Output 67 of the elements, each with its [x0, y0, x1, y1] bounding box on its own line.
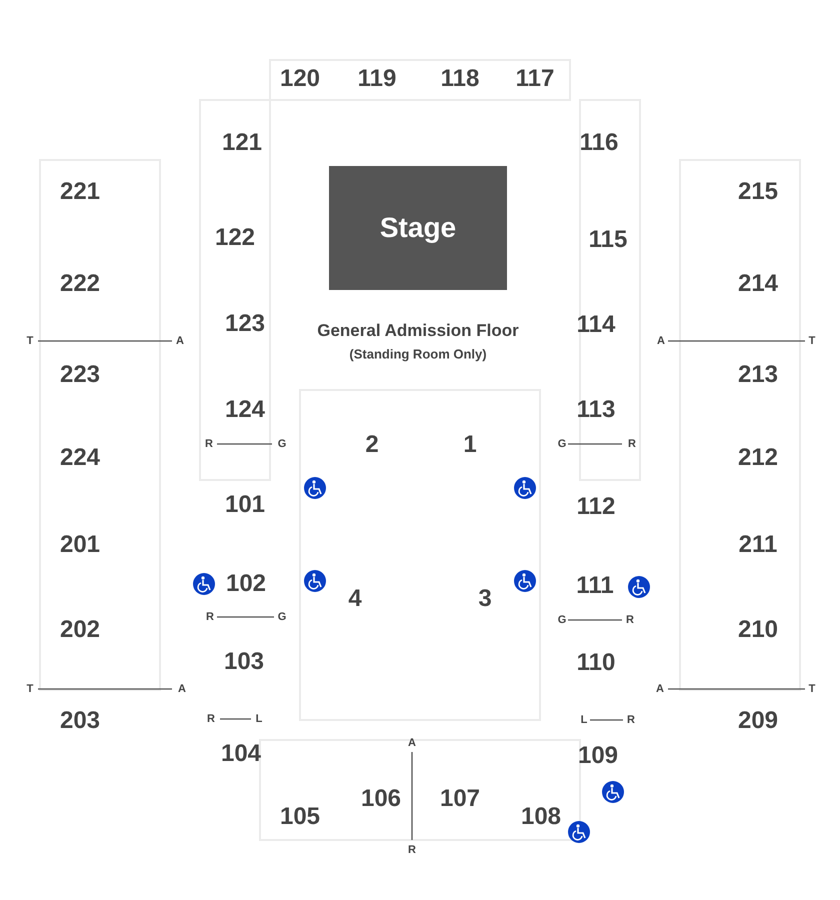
section-number: 111 — [576, 572, 614, 600]
section-number: 122 — [214, 224, 256, 252]
section-number: 210 — [738, 616, 778, 644]
section-number: 215 — [738, 178, 778, 206]
row-letter: G — [278, 611, 286, 623]
section-number: 107 — [440, 785, 480, 813]
row-letter: L — [256, 713, 262, 725]
section-number: 3 — [478, 585, 492, 613]
row-letter: R — [207, 713, 215, 725]
section-number: 202 — [60, 616, 100, 644]
row-letter: T — [26, 335, 34, 347]
section-number: 119 — [358, 65, 396, 93]
section-number: 4 — [348, 585, 362, 613]
row-letter: A — [408, 737, 416, 749]
section-number: 106 — [360, 785, 402, 813]
section-number: 110 — [576, 649, 616, 677]
row-letter: A — [178, 683, 186, 695]
section-number: 115 — [588, 226, 628, 254]
row-letter: A — [657, 335, 665, 347]
section-number: 109 — [578, 742, 618, 770]
section-number: 114 — [576, 311, 616, 339]
section-number: 105 — [280, 803, 320, 831]
section-number: 211 — [738, 531, 778, 559]
row-letter: A — [176, 335, 184, 347]
section-number: 101 — [224, 491, 266, 519]
section-number: 1 — [463, 431, 477, 459]
section-number: 121 — [222, 129, 262, 157]
row-letter: A — [656, 683, 664, 695]
section-number: 118 — [440, 65, 480, 93]
section-number: 203 — [60, 707, 100, 735]
row-letter: R — [206, 611, 214, 623]
section-number: 108 — [520, 803, 562, 831]
section-number: 212 — [738, 444, 778, 472]
section-number: 222 — [60, 270, 100, 298]
row-letter: R — [408, 844, 416, 856]
row-letter: T — [26, 683, 34, 695]
section-number: 104 — [220, 740, 262, 768]
section-number: 214 — [738, 270, 778, 298]
section-number: 117 — [516, 65, 554, 93]
section-number: 116 — [580, 129, 618, 157]
section-number: 201 — [60, 531, 100, 559]
row-letter: T — [808, 335, 816, 347]
stage-block: Stage — [329, 166, 507, 290]
section-number: 120 — [280, 65, 320, 93]
section-number: 103 — [224, 648, 264, 676]
section-number: 123 — [224, 310, 266, 338]
section-number: 113 — [576, 396, 616, 424]
row-letter: G — [278, 438, 286, 450]
section-number: 209 — [738, 707, 778, 735]
section-number: 221 — [60, 178, 100, 206]
row-letter: T — [808, 683, 816, 695]
row-letter: R — [626, 614, 634, 626]
section-number: 213 — [738, 361, 778, 389]
row-letter: R — [627, 714, 635, 726]
section-number: 2 — [365, 431, 379, 459]
floor-note: (Standing Room Only) — [349, 346, 487, 362]
section-number: 224 — [60, 444, 100, 472]
row-letter: R — [628, 438, 636, 450]
row-letter: G — [558, 614, 566, 626]
section-number: 102 — [226, 570, 266, 598]
floor-caption: General Admission Floor — [317, 321, 519, 341]
section-number: 112 — [576, 493, 616, 521]
row-letter: L — [580, 714, 588, 726]
section-number: 124 — [224, 396, 266, 424]
row-letter: R — [205, 438, 213, 450]
section-number: 223 — [60, 361, 100, 389]
row-letter: G — [558, 438, 566, 450]
